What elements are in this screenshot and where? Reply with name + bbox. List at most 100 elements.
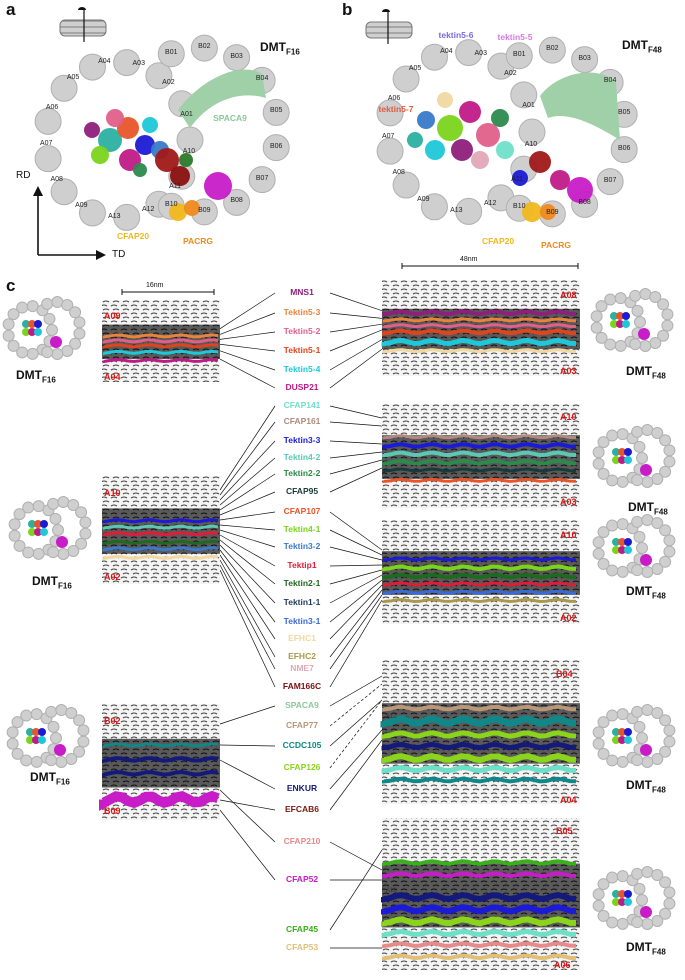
protein-filament [382,572,577,580]
protofilament-subunit [376,137,404,165]
protofilament-subunit [262,98,290,126]
protofilament-subunit [629,338,642,351]
protofilament-subunit [631,916,644,929]
protofilament-subunit [663,897,676,910]
protofilament-subunit [659,907,672,920]
leader-line [329,451,383,459]
dmt-f48-label-c1: DMTF48 [626,364,666,381]
protein-filament [382,598,577,604]
leader-line [219,705,276,725]
leader-line [329,675,383,707]
protofilament-subunit [2,329,15,342]
protein-label-spaca9: SPACA9 [285,700,319,710]
protofilament-subunit [641,475,654,488]
protein-density [612,456,620,464]
leader-line [329,440,383,445]
protofilament-label: B10 [513,203,526,211]
protein-density [40,528,48,536]
protofilament-label: B09 [546,208,559,216]
protofilament-subunit [597,716,610,729]
protein-filament [382,589,577,595]
protein-label-tektin3-3: Tektin3-3 [283,435,321,445]
protein-density [28,528,36,536]
protofilament-label: A02 [504,69,517,77]
protofilament-subunit [597,526,610,539]
protein-density [50,336,62,348]
protofilament-subunit [22,501,35,514]
protofilament-subunit [57,547,70,560]
protein-density [170,166,190,186]
protein-density [624,898,632,906]
map-label: A03 [560,497,577,507]
map-label: A10 [560,412,577,422]
protofilament-subunit [78,199,106,227]
protofilament-subunit [61,344,74,357]
protofilament-subunit [420,43,448,71]
protofilament-label: A01 [180,111,193,119]
leader-line [219,569,276,688]
leader-line [219,529,276,548]
protofilament-subunit [79,527,92,540]
leader-line [219,350,276,371]
leader-line [219,405,276,491]
protofilament-subunit [606,709,619,722]
protofilament-subunit [20,709,33,722]
protein-label-tektin1-1: Tektin1-1 [283,597,321,607]
protofilament-subunit [50,178,78,206]
map-label: B04 [556,669,573,679]
leader-line [219,809,276,881]
protofilament-subunit [641,755,654,768]
leader-line [329,292,383,312]
protein-filament [102,338,219,344]
leader-line [219,358,276,389]
protein-label-tektip1: Tektip1 [287,560,317,570]
protein-filament [382,776,577,784]
leader-line [219,544,276,604]
dmt-f48-label-c5: DMTF48 [626,940,666,957]
protein-label-tektin2-1: Tektin2-1 [283,578,321,588]
protofilament-subunit [651,914,664,927]
mt-cylinder-icon [365,9,413,44]
protein-density [34,528,42,536]
protein-density [640,744,652,756]
protofilament-label: B09 [198,206,211,214]
protein-density [640,464,652,476]
protofilament-subunit [73,327,86,340]
protein-density [133,163,147,177]
protofilament-label: A13 [108,212,121,220]
protofilament-subunit [639,339,652,352]
protofilament-subunit [651,707,664,720]
map-label: B09 [104,806,121,816]
protofilament-label: B01 [513,50,526,58]
protein-density [28,328,36,336]
protofilament-subunit [616,755,629,768]
protofilament-subunit [51,347,64,360]
protofilament-subunit [606,474,619,487]
leader-line [219,331,276,340]
protein-label-mns1: MNS1 [290,287,314,297]
protofilament-subunit [651,517,664,530]
protein-density [32,728,40,736]
protofilament-label: A11 [169,182,182,190]
protein-density [425,140,445,160]
protein-filament [102,756,219,764]
protofilament-subunit [46,324,58,336]
protofilament-subunit [636,542,648,554]
protofilament-label: A11 [511,175,524,183]
protofilament-label: B02 [198,43,211,51]
protofilament-subunit [20,754,33,767]
protofilament-label: A04 [440,48,453,56]
leader-line [219,759,276,790]
leader-line [219,421,276,496]
leader-line [219,744,276,747]
protofilament-subunit [649,336,662,349]
spaca9-density [540,72,620,140]
panel-label-c: c [6,276,16,295]
leader-line [329,564,383,567]
protein-label-tektin5-2: Tektin5-2 [283,326,321,336]
protein-filament [382,871,577,879]
protofilament-subunit [16,346,29,359]
protein-label-cfap161: CFAP161 [283,416,321,426]
leader-line [329,323,383,333]
protofilament-subunit [649,291,662,304]
